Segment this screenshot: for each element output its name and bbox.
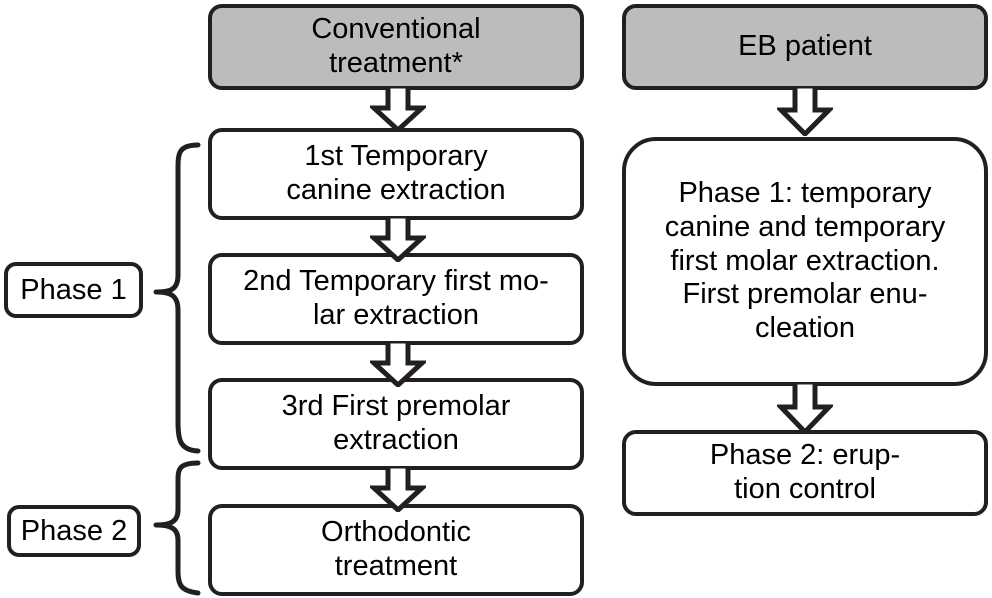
node-eb-phase-1: Phase 1: temporary canine and temporary …	[622, 137, 988, 386]
phase-label-text: Phase 1	[20, 273, 127, 306]
phase-label-text: Phase 2	[20, 514, 128, 547]
node-label: Orthodontic treatment	[321, 516, 471, 582]
node-conventional-treatment-header: Conventional treatment*	[208, 4, 584, 90]
node-label: Conventional treatment*	[311, 13, 481, 79]
node-label: 2nd Temporary first mo- lar extraction	[243, 265, 549, 331]
down-arrow-icon-1	[370, 86, 426, 132]
node-conventional-step-3: 3rd First premolar extraction	[208, 378, 584, 470]
node-conventional-step-1: 1st Temporary canine extraction	[208, 128, 584, 220]
down-arrow-icon-5	[777, 86, 833, 136]
node-eb-patient-header: EB patient	[622, 4, 988, 90]
phase-label-phase-1: Phase 1	[4, 262, 143, 318]
down-arrow-icon-3	[370, 341, 426, 387]
node-label: Phase 2: erup- tion control	[709, 439, 901, 505]
down-arrow-icon-6	[777, 382, 833, 434]
node-eb-phase-2: Phase 2: erup- tion control	[622, 430, 988, 516]
node-conventional-step-2: 2nd Temporary first mo- lar extraction	[208, 253, 584, 345]
node-label: 3rd First premolar extraction	[281, 390, 511, 456]
phase-1-brace	[153, 142, 201, 454]
node-label: 1st Temporary canine extraction	[286, 140, 506, 206]
phase-2-brace	[153, 460, 201, 596]
down-arrow-icon-2	[370, 216, 426, 262]
phase-label-phase-2: Phase 2	[7, 505, 141, 557]
node-label: Phase 1: temporary canine and temporary …	[664, 177, 946, 344]
node-conventional-step-4: Orthodontic treatment	[208, 504, 584, 596]
down-arrow-icon-4	[370, 466, 426, 512]
node-label: EB patient	[738, 30, 872, 63]
